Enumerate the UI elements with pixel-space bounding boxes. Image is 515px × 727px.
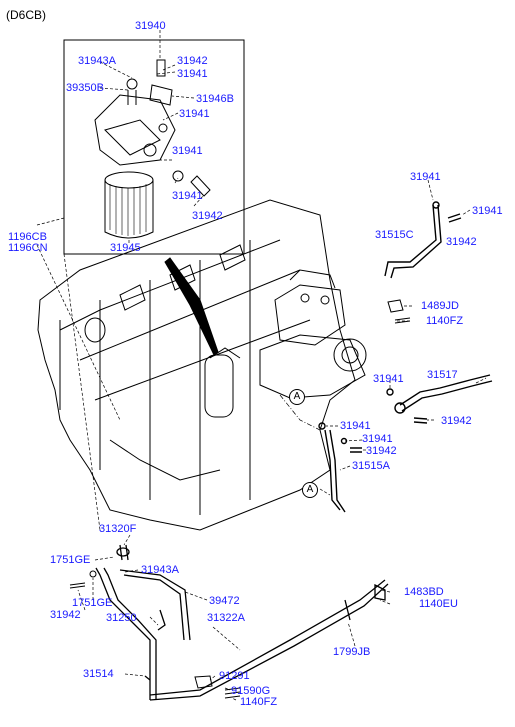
part-label-31515A[interactable]: 31515A — [352, 460, 390, 472]
part-label-31941-a[interactable]: 31941 — [177, 68, 208, 80]
part-label-31941-h[interactable]: 31941 — [340, 420, 371, 432]
filter-head-illustration — [94, 59, 176, 166]
part-label-39350B[interactable]: 39350B — [66, 82, 104, 94]
part-label-31942-b[interactable]: 31942 — [192, 210, 223, 222]
part-label-31943A-top[interactable]: 31943A — [78, 55, 116, 67]
diagram-title: (D6CB) — [6, 8, 47, 22]
part-label-31942-d[interactable]: 31942 — [441, 415, 472, 427]
part-label-31946B[interactable]: 31946B — [196, 93, 234, 105]
ref-marker-a-lower: A — [302, 482, 318, 498]
part-label-1196CB[interactable]: 1196CB — [8, 231, 47, 243]
mounted-filter-illustration — [204, 347, 241, 418]
part-label-1751GE-b[interactable]: 1751GE — [72, 597, 113, 609]
part-label-31941-e[interactable]: 31941 — [410, 171, 441, 183]
part-label-31320F[interactable]: 31320F — [99, 523, 137, 535]
part-label-31517[interactable]: 31517 — [427, 369, 458, 381]
lower-pipes-illustration — [95, 544, 389, 701]
bolt-1140FZ-a — [394, 317, 411, 324]
part-label-39472[interactable]: 39472 — [209, 595, 240, 607]
bracket-1489JD — [387, 299, 404, 313]
pipe-31515C — [384, 201, 462, 279]
part-label-31250[interactable]: 31250 — [106, 612, 137, 624]
part-label-1489JD[interactable]: 1489JD — [421, 300, 459, 312]
part-label-31943A-bottom[interactable]: 31943A — [141, 564, 179, 576]
part-label-1196CN[interactable]: 1196CN — [8, 242, 48, 254]
oil-filter-illustration — [104, 171, 154, 239]
pipe-31517 — [386, 374, 493, 424]
engine-block-illustration — [37, 199, 356, 531]
part-label-31941-c[interactable]: 31941 — [172, 145, 203, 157]
inset-bolt-illustration — [172, 170, 211, 197]
part-label-1751GE-a[interactable]: 1751GE — [50, 554, 91, 566]
part-label-31941-d[interactable]: 31941 — [172, 190, 203, 202]
ref-marker-a-upper: A — [289, 389, 305, 405]
part-label-1483BD[interactable]: 1483BD — [404, 586, 444, 598]
part-label-31942-f[interactable]: 31942 — [50, 609, 81, 621]
clip-91291 — [194, 675, 213, 689]
part-label-31322A[interactable]: 31322A — [207, 612, 245, 624]
part-label-91291[interactable]: 91291 — [219, 670, 250, 682]
part-label-31942-a[interactable]: 31942 — [177, 55, 208, 67]
part-label-31515C[interactable]: 31515C — [375, 229, 414, 241]
part-label-1140FZ-a[interactable]: 1140FZ — [426, 315, 464, 327]
part-label-31941-i[interactable]: 31941 — [362, 433, 393, 445]
part-label-31942-e[interactable]: 31942 — [366, 445, 397, 457]
part-label-31940[interactable]: 31940 — [135, 20, 166, 32]
air-compressor-illustration — [259, 269, 367, 399]
part-label-31941-b[interactable]: 31941 — [179, 108, 210, 120]
part-label-31941-f[interactable]: 31941 — [472, 205, 503, 217]
part-label-1140FZ-b[interactable]: 1140FZ — [240, 696, 278, 708]
part-label-31942-c[interactable]: 31942 — [446, 236, 477, 248]
part-label-1140EU[interactable]: 1140EU — [419, 598, 458, 610]
inset-box — [63, 39, 245, 255]
part-label-31514[interactable]: 31514 — [83, 668, 114, 680]
part-label-31945[interactable]: 31945 — [110, 242, 141, 254]
part-label-91590G[interactable]: 91590G — [231, 685, 271, 697]
part-label-31941-g[interactable]: 31941 — [373, 373, 404, 385]
pipe-31515A — [318, 422, 362, 513]
part-label-1799JB[interactable]: 1799JB — [333, 646, 371, 658]
